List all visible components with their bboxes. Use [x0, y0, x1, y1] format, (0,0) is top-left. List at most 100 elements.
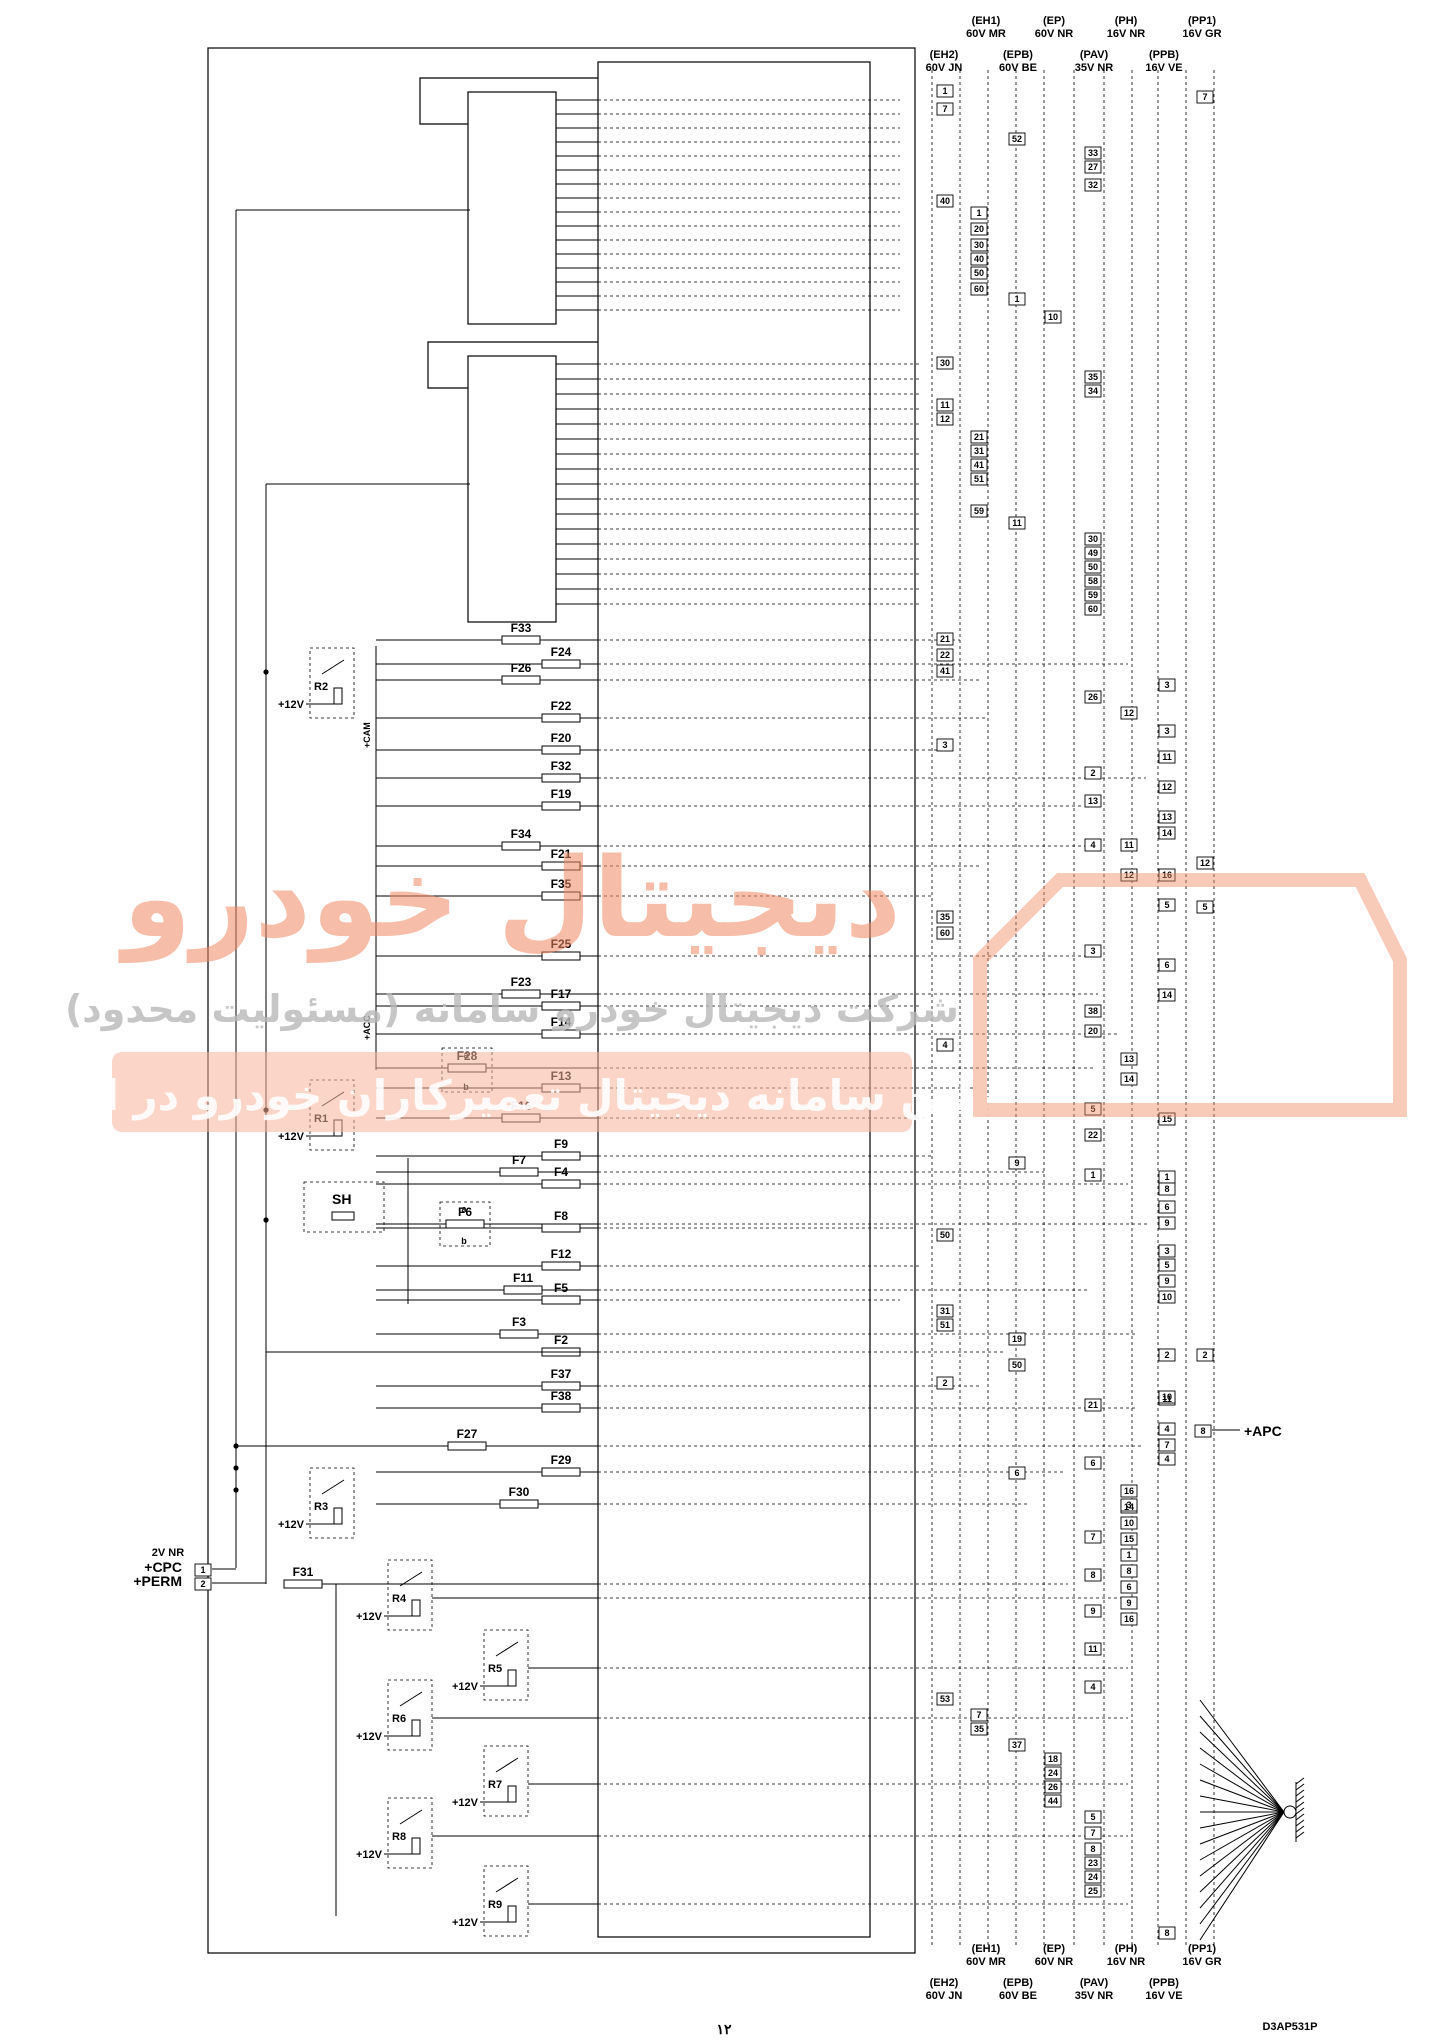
fuse-f6: [445, 1219, 485, 1229]
connector-pin: [936, 356, 954, 370]
fuse-label-f34: F34: [511, 827, 532, 841]
relay-supply-label: +12V: [278, 699, 305, 711]
fuse-f5: [541, 1295, 581, 1305]
connector-pin-label: 10: [1124, 1518, 1134, 1528]
connector-pin: [1008, 132, 1026, 146]
fuse-label-f26: F26: [511, 661, 532, 675]
fuse-f26: [501, 675, 541, 685]
connector-pin: [1120, 1498, 1138, 1512]
connector-pin-label: 21: [1088, 1400, 1098, 1410]
relay-supply-label: +12V: [356, 1611, 383, 1623]
ground-wire: [1199, 1795, 1285, 1813]
connector-pin: [1120, 1580, 1138, 1594]
connector-pin: [1158, 1452, 1176, 1466]
connector-pin-label: 3: [1164, 1246, 1169, 1256]
fuse-label-f19: F19: [551, 787, 572, 801]
cam-bus-label: +CAM: [362, 722, 372, 748]
connector-pin-label: 60: [974, 284, 984, 294]
connector-pin-label: 59: [974, 506, 984, 516]
relay-supply-label: +12V: [356, 1731, 383, 1743]
connector-pin: [936, 412, 954, 426]
connector-pin-label: 50: [940, 1230, 950, 1240]
fuse-label-f31: F31: [293, 1565, 314, 1579]
connector-pin: [1084, 838, 1102, 852]
connector-pin: [1084, 1884, 1102, 1898]
connector-pin-label: 1: [1126, 1550, 1131, 1560]
connector-pin: [1158, 750, 1176, 764]
connector-pin-label: 24: [1088, 1872, 1098, 1882]
connector-pin: [970, 472, 988, 486]
connector-pin: [1158, 810, 1176, 824]
connector-pin-label: 1: [1090, 1170, 1095, 1180]
connector-pin-label: 6: [1164, 1202, 1169, 1212]
junction-dot: [263, 1217, 269, 1223]
connector-pin: [936, 738, 954, 752]
fuse-label-f5: F5: [554, 1281, 568, 1295]
fuse-f19: [541, 801, 581, 811]
connector-pin-label: 26: [1088, 692, 1098, 702]
ground-wire: [1199, 1763, 1285, 1813]
connector-pin: [1084, 766, 1102, 780]
connector-pin: [1120, 1532, 1138, 1546]
connector-pin: [970, 444, 988, 458]
fuse-label-f6: F6: [458, 1205, 472, 1219]
left-connector-title: 2V NR: [152, 1547, 184, 1559]
junction-dot: [233, 1443, 239, 1449]
relay-coil: [333, 1507, 343, 1525]
connector-pin-label: 2: [1090, 768, 1095, 778]
connector-pin: [970, 238, 988, 252]
connector-pin: [936, 1228, 954, 1242]
connector-pin-label: 5: [1090, 1812, 1095, 1822]
connector-pin-label: 24: [1048, 1768, 1058, 1778]
connector-pin: [1084, 178, 1102, 192]
connector-pin-label: 13: [1162, 812, 1172, 822]
fuse-f27: [447, 1441, 487, 1451]
connector-pin-label: 6: [1126, 1582, 1131, 1592]
connector-pin-label: 12: [1162, 782, 1172, 792]
connector-pin-label: 9: [1164, 1218, 1169, 1228]
connector-pin-label: 8: [1164, 1184, 1169, 1194]
connector-pin-label: 18: [1048, 1754, 1058, 1764]
watermark-brand: دیجیتال خودرو: [118, 834, 901, 963]
fuse-label-f35: F35: [551, 877, 572, 891]
connector-pin: [970, 1708, 988, 1722]
connector-header-bottom: 60V BE: [999, 1990, 1037, 2002]
connector-pin: [1084, 690, 1102, 704]
relay-label-r2: R2: [314, 681, 328, 693]
connector-pin: [1084, 1456, 1102, 1470]
connector-pin: [1084, 1842, 1102, 1856]
fuse-label-f8: F8: [554, 1209, 568, 1223]
connector-pin-label: 8: [1090, 1844, 1095, 1854]
fuse-f7: [499, 1167, 539, 1177]
connector-pin: [936, 1304, 954, 1318]
apc-pin-label: 8: [1200, 1426, 1205, 1436]
connector-pin-label: 15: [1162, 1114, 1172, 1124]
connector-pin-label: 60: [940, 928, 950, 938]
connector-header-bottom: 60V NR: [1035, 1956, 1074, 1968]
connector-pin: [936, 1376, 954, 1390]
connector-pin: [936, 632, 954, 646]
connector-pin-label: 2: [942, 1378, 947, 1388]
fuse-f30: [499, 1499, 539, 1509]
connector-pin: [1120, 1564, 1138, 1578]
connector-pin: [1196, 90, 1214, 104]
connector-header-top: (PP1): [1188, 15, 1216, 27]
connector-pin-label: 21: [974, 432, 984, 442]
connector-pin: [970, 1722, 988, 1736]
shunt-element: [331, 1211, 355, 1221]
left-connector-pin-label: +CPC: [144, 1559, 182, 1575]
connector-pin-label: 11: [1012, 518, 1022, 528]
connector-pin-label: 4: [1090, 1682, 1095, 1692]
fuse-f22: [541, 713, 581, 723]
connector-pin-label: 4: [1090, 840, 1095, 850]
connector-pin: [1084, 1870, 1102, 1884]
ground-hatch: [1295, 1813, 1305, 1821]
connector-pin-label: 53: [940, 1694, 950, 1704]
ground-hatch: [1295, 1831, 1305, 1839]
connector-pin-label: 7: [1090, 1828, 1095, 1838]
relay-contact: [399, 1571, 423, 1587]
connector-pin-label: 40: [974, 254, 984, 264]
relay-label-r4: R4: [392, 1593, 407, 1605]
relay-supply-label: +12V: [452, 1917, 479, 1929]
